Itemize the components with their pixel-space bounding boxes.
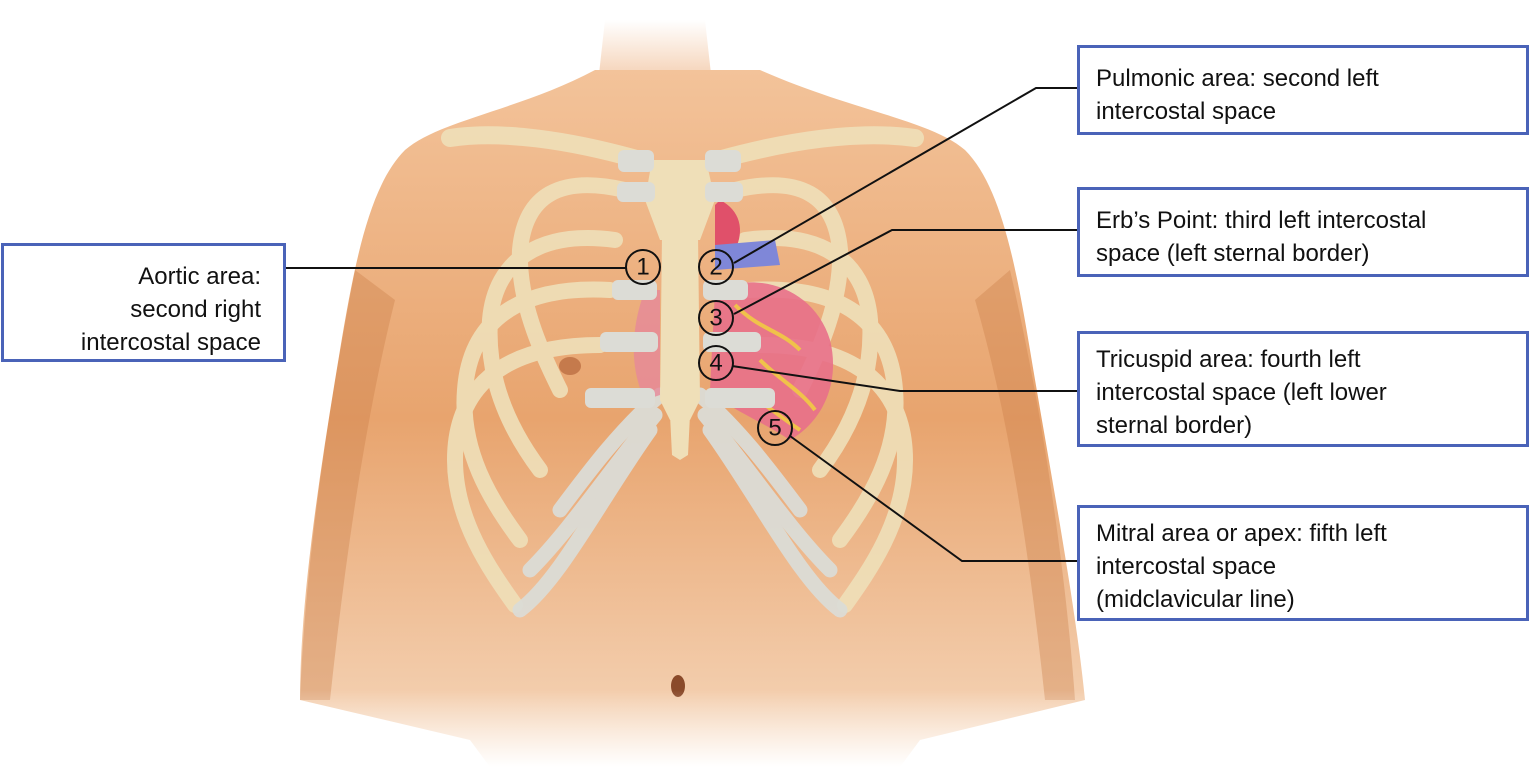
cartilage-stub <box>703 280 748 300</box>
cartilage-stub <box>600 332 658 352</box>
aorta <box>715 200 740 250</box>
nipple <box>559 357 581 375</box>
label-text: Mitral area or apex: fifth left intercos… <box>1096 520 1387 613</box>
right-clavicle <box>709 126 924 169</box>
leader-line-mitral <box>789 435 1077 562</box>
label-text: Aortic area: second right intercostal sp… <box>80 263 261 356</box>
manubrium <box>645 160 715 240</box>
sternal-cartilage-stubs <box>585 150 775 408</box>
cartilage <box>512 422 658 618</box>
cartilage <box>702 422 848 618</box>
label-tricuspid-area: Tricuspid area: fourth left intercostal … <box>1077 331 1529 447</box>
label-mitral-area: Mitral area or apex: fifth left intercos… <box>1077 505 1529 621</box>
point-marker-2: 2 <box>698 249 734 285</box>
point-marker-5: 5 <box>757 410 793 446</box>
point-number: 3 <box>709 305 722 332</box>
leader-line-pulmonic <box>733 87 1077 264</box>
point-number: 4 <box>709 350 722 377</box>
point-number: 2 <box>709 254 722 281</box>
torso <box>280 20 1110 767</box>
cartilage-stub <box>705 150 741 172</box>
right-arm-shadow <box>975 270 1075 700</box>
left-clavicle <box>441 126 649 169</box>
cartilage-stub <box>617 182 655 202</box>
label-erbs-point: Erb’s Point: third left intercostal spac… <box>1077 187 1529 277</box>
body-skin <box>300 70 1085 767</box>
cartilage-stub <box>618 150 654 172</box>
point-marker-4: 4 <box>698 345 734 381</box>
point-marker-1: 1 <box>625 249 661 285</box>
xiphoid <box>670 415 690 460</box>
leader-line-erb <box>733 229 1077 315</box>
point-circle <box>698 249 734 285</box>
point-circle <box>757 410 793 446</box>
point-circle <box>698 345 734 381</box>
cartilage-stub <box>705 388 775 408</box>
point-circle <box>698 300 734 336</box>
point-number: 1 <box>636 254 649 281</box>
rib-cage <box>441 126 924 613</box>
label-pulmonic-area: Pulmonic area: second left intercostal s… <box>1077 45 1529 135</box>
label-text: Tricuspid area: fourth left intercostal … <box>1096 346 1387 439</box>
auscultation-points: 1 2 3 4 5 <box>625 249 793 446</box>
label-text: Pulmonic area: second left intercostal s… <box>1096 65 1379 125</box>
rib <box>446 337 608 613</box>
leader-lines <box>286 87 1077 562</box>
bottom-fade <box>280 690 1110 767</box>
rib <box>456 281 618 548</box>
sternum-body <box>660 235 700 420</box>
label-text: Erb’s Point: third left intercostal spac… <box>1096 207 1427 267</box>
left-arm-shadow <box>300 270 395 700</box>
sternum <box>645 160 715 460</box>
point-number: 5 <box>768 415 781 442</box>
label-aortic-area: Aortic area: second right intercostal sp… <box>1 243 286 362</box>
cartilage-stub <box>612 280 657 300</box>
leader-line-tricuspid <box>731 365 1077 392</box>
cartilage-stub <box>585 388 655 408</box>
point-marker-3: 3 <box>698 300 734 336</box>
point-circle <box>625 249 661 285</box>
cartilage-stub <box>705 182 743 202</box>
